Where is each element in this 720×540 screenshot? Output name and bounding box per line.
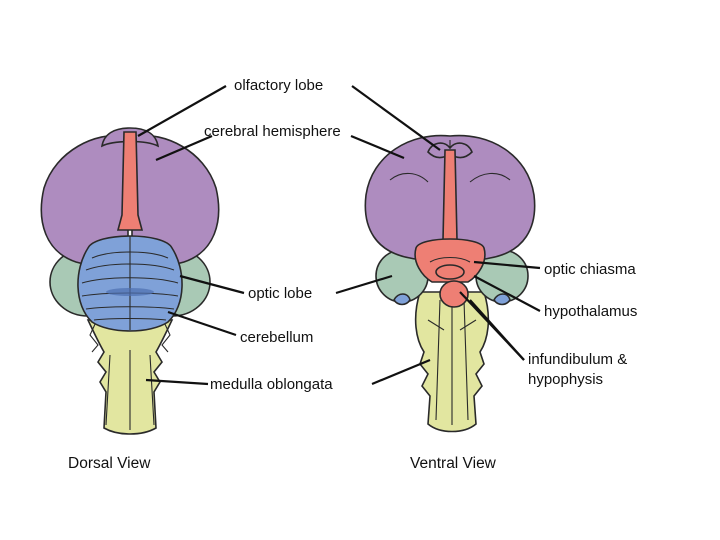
ventral-view-title: Ventral View — [410, 455, 497, 472]
dorsal-view-title: Dorsal View — [68, 455, 151, 472]
label-olfactory-lobe: olfactory lobe — [234, 77, 323, 94]
ventral-optic-chiasma — [414, 238, 486, 283]
labels: olfactory lobe cerebral hemisphere optic… — [68, 77, 637, 472]
label-optic-lobe: optic lobe — [248, 285, 312, 302]
ventral-hypophysis — [439, 280, 469, 308]
dorsal-midline-red — [116, 131, 144, 231]
dorsal-medulla-oblongata — [86, 319, 174, 435]
label-infundibulum: infundibulum & — [528, 351, 627, 368]
label-hypophysis: hypophysis — [528, 371, 603, 388]
dorsal-view-brain — [40, 127, 220, 435]
label-hypothalamus: hypothalamus — [544, 303, 637, 320]
label-optic-chiasma: optic chiasma — [544, 261, 636, 278]
label-medulla-oblongata: medulla oblongata — [210, 376, 333, 393]
label-cerebral-hemisphere: cerebral hemisphere — [204, 123, 341, 140]
ventral-medulla-oblongata — [414, 291, 490, 433]
dorsal-cerebellum — [77, 235, 183, 332]
leader-lines — [137, 85, 541, 386]
label-cerebellum: cerebellum — [240, 329, 313, 346]
ventral-midline-red — [442, 149, 458, 241]
ventral-view-brain — [364, 134, 536, 433]
